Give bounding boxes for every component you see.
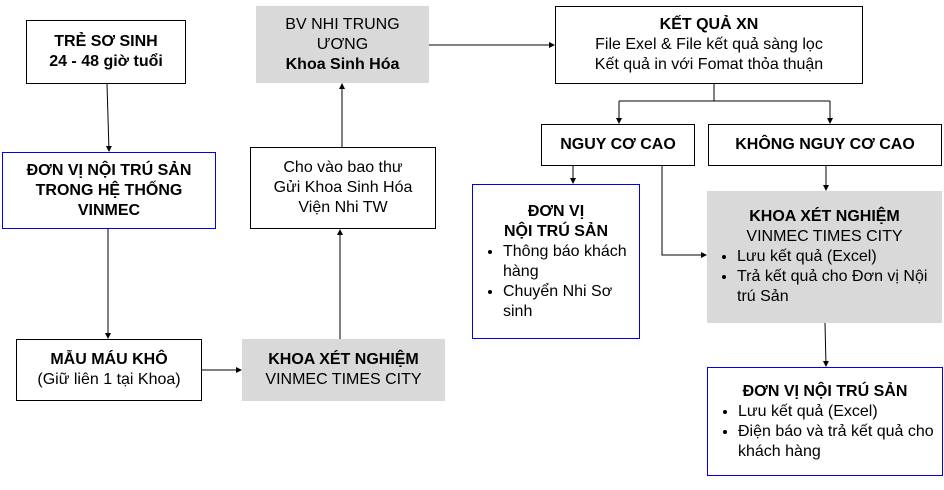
text-line: Viện Nhi TW — [298, 199, 388, 216]
bullet-list: Lưu kết quả (Excel) Điện báo và trả kết … — [712, 402, 938, 462]
bullet-list: Lưu kết quả (Excel) Trả kết quả cho Đơn … — [711, 247, 938, 307]
text-line: Cho vào bao thư — [283, 159, 403, 176]
text-line: ĐƠN VỊ NỘI TRÚ SẢN — [26, 161, 192, 179]
text-line: File Exel & File kết quả sàng lọc — [595, 36, 823, 53]
list-item: Trả kết quả cho Đơn vị Nội trú Sản — [737, 267, 938, 307]
not-high-risk-title: KHÔNG NGUY CƠ CAO — [735, 136, 915, 153]
node-not-high-risk: KHÔNG NGUY CƠ CAO — [708, 124, 942, 166]
node-high-risk: NGUY CƠ CAO — [541, 124, 695, 166]
list-item: Chuyển Nhi Sơ sinh — [503, 282, 635, 322]
list-item: Điện báo và trả kết quả cho khách hàng — [738, 422, 938, 462]
high-risk-title: NGUY CƠ CAO — [560, 136, 676, 153]
text-line: Gửi Khoa Sinh Hóa — [273, 179, 413, 196]
node-lab-right: KHOA XÉT NGHIỆM VINMEC TIMES CITY Lưu kế… — [707, 191, 942, 323]
node-maternity-high: ĐƠN VỊ NỘI TRÚ SẢN Thông báo khách hàng … — [472, 184, 640, 339]
lab-left-title: KHOA XÉT NGHIỆM — [268, 351, 419, 368]
text-line: VINMEC — [77, 201, 141, 219]
text-line: TRONG HỆ THỐNG — [35, 181, 183, 199]
arrow-newborn-to-unit — [105, 83, 112, 152]
list-item: Thông báo khách hàng — [503, 242, 635, 282]
text-line: Khoa Sinh Hóa — [285, 55, 400, 73]
maternity-final-title: ĐƠN VỊ NỘI TRÚ SẢN — [742, 382, 908, 400]
newborn-title: TRẺ SƠ SINH — [54, 33, 158, 50]
text-line: ĐƠN VỊ — [527, 202, 585, 220]
node-results: KẾT QUẢ XN File Exel & File kết quả sàng… — [555, 6, 863, 84]
arrow-lab-to-final — [822, 322, 829, 367]
dried-blood-title: MẪU MÁU KHÔ — [50, 351, 168, 368]
bullet-list: Thông báo khách hàng Chuyển Nhi Sơ sinh — [477, 242, 635, 322]
newborn-age: 24 - 48 giờ tuổi — [49, 53, 163, 70]
text-line: Kết quả in với Fomat thỏa thuận — [594, 56, 824, 73]
arrow-high-to-lab — [661, 166, 707, 258]
results-title: KẾT QUẢ XN — [659, 16, 759, 33]
node-maternity-unit-system: ĐƠN VỊ NỘI TRÚ SẢN TRONG HỆ THỐNG VINMEC — [2, 152, 216, 229]
node-envelope: Cho vào bao thư Gửi Khoa Sinh Hóa Viện N… — [250, 147, 436, 229]
lab-right-title: KHOA XÉT NGHIỆM — [749, 208, 900, 225]
node-maternity-final: ĐƠN VỊ NỘI TRÚ SẢN Lưu kết quả (Excel) Đ… — [707, 367, 943, 476]
text-line: NỘI TRÚ SẢN — [504, 222, 608, 240]
node-nhp: BV NHI TRUNG ƯƠNG Khoa Sinh Hóa — [256, 6, 429, 83]
list-item: Lưu kết quả (Excel) — [737, 247, 938, 267]
dried-blood-subtitle: (Giữ liên 1 tại Khoa) — [37, 371, 181, 388]
text-line: ƯƠNG — [316, 35, 369, 53]
node-dried-blood: MẪU MÁU KHÔ (Giữ liên 1 tại Khoa) — [16, 339, 202, 401]
node-lab-left: KHOA XÉT NGHIỆM VINMEC TIMES CITY — [242, 339, 445, 401]
node-newborn: TRẺ SƠ SINH 24 - 48 giờ tuổi — [26, 20, 186, 84]
lab-right-subtitle: VINMEC TIMES CITY — [746, 228, 903, 245]
lab-left-subtitle: VINMEC TIMES CITY — [265, 371, 422, 388]
text-line: BV NHI TRUNG — [285, 15, 400, 33]
list-item: Lưu kết quả (Excel) — [738, 402, 938, 422]
